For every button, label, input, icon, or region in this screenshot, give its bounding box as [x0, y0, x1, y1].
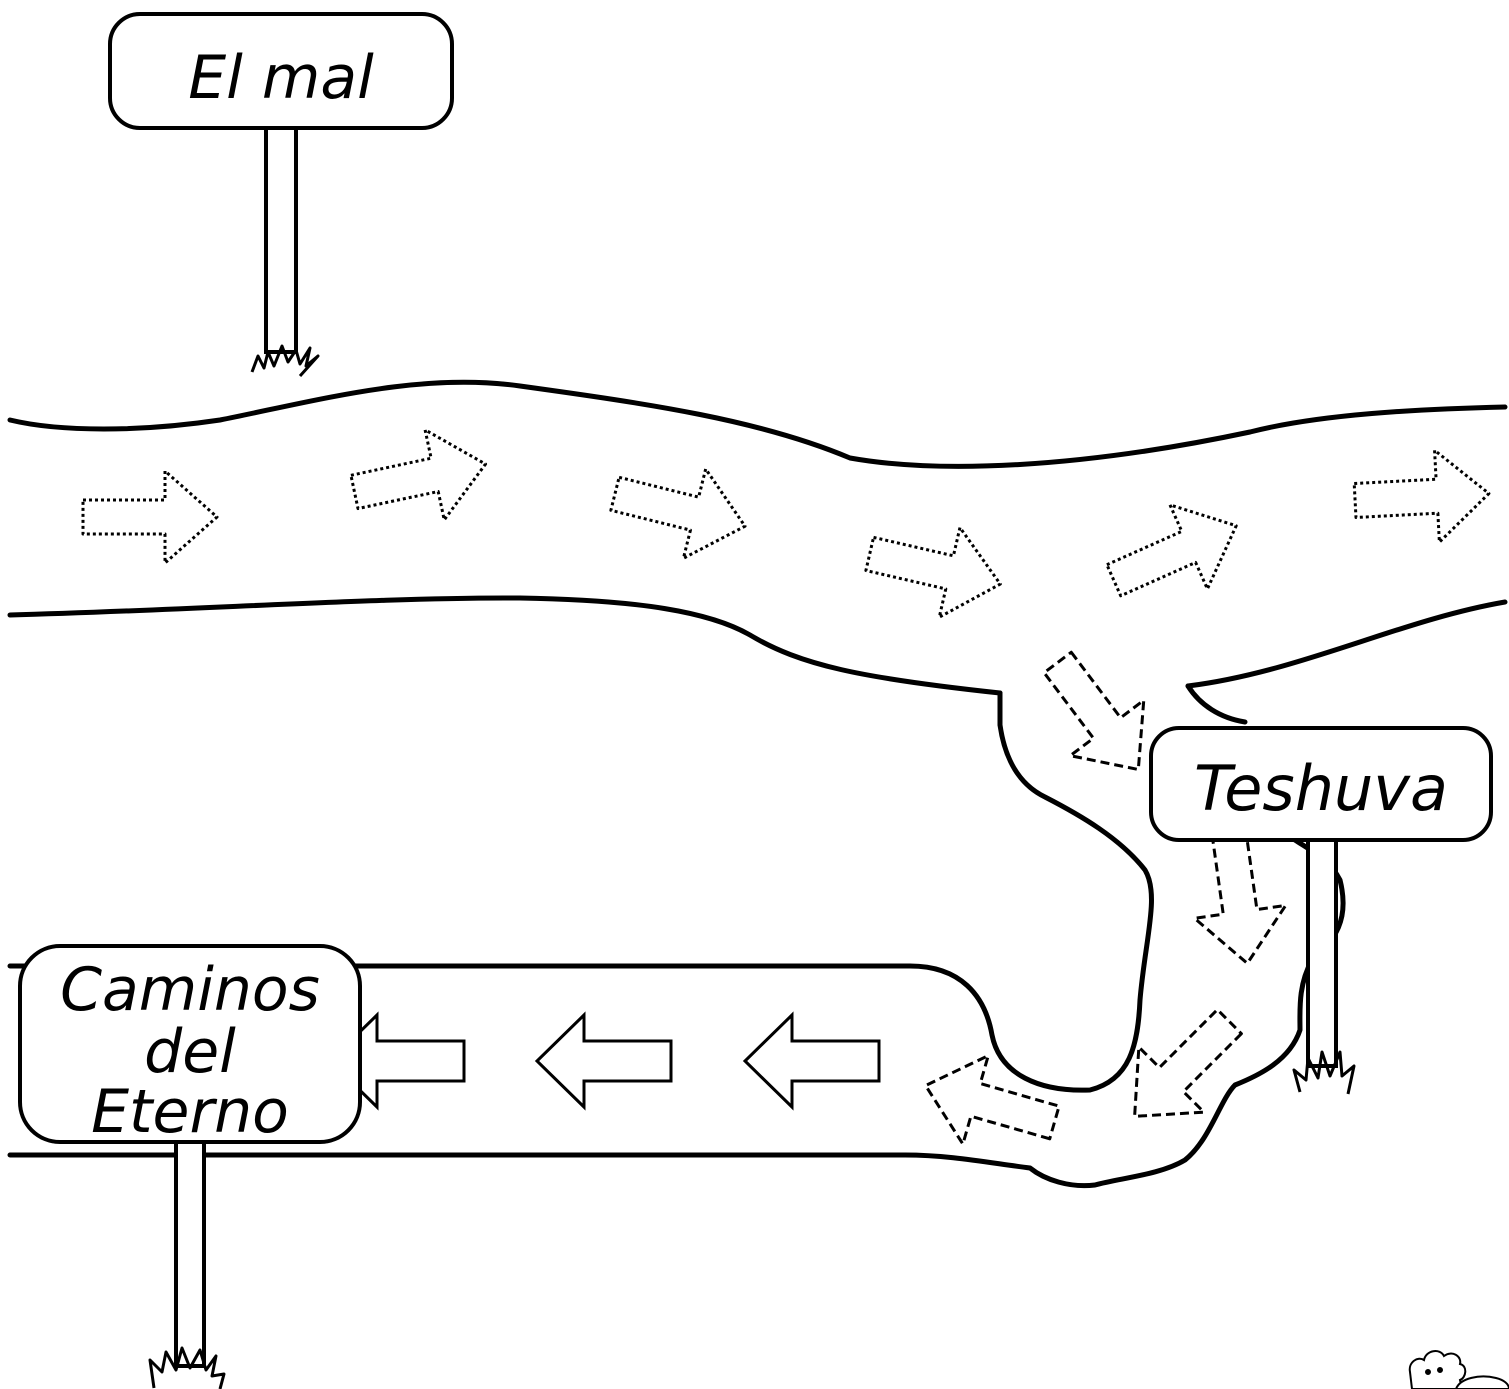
dashed-arrow [1042, 650, 1146, 772]
dotted-right-arrow [349, 428, 488, 522]
dotted-right-arrow [1105, 503, 1238, 598]
turn-path-outer-edge [7, 683, 1346, 1189]
top-road-lower-edge [7, 595, 1003, 696]
grass-tuft-icon [250, 344, 320, 378]
sign-evil-label: El mal [188, 43, 374, 113]
sign-good-label-line-2: del [144, 1017, 236, 1087]
sign-evil-post [264, 124, 298, 354]
sign-repentance-post [1306, 836, 1338, 1068]
dashed-arrow [1193, 826, 1288, 965]
top-road-lower-edge-right [1185, 599, 1508, 689]
solid-left-arrow [534, 1011, 673, 1111]
dotted-right-arrow [609, 467, 747, 560]
sign-repentance: Teshuva [1149, 726, 1493, 1095]
sign-good-post [174, 1138, 206, 1368]
top-road [7, 379, 1508, 696]
turn-path-arrows [924, 650, 1288, 1146]
top-road-upper-edge [7, 379, 1508, 469]
solid-left-arrow [742, 1011, 881, 1111]
sign-good-board [18, 944, 362, 1144]
turn-path-inner-edge [7, 690, 1154, 1093]
top-road-arrows [81, 428, 1491, 619]
sign-evil: El mal [108, 12, 454, 378]
grass-tuft-icon [1292, 1050, 1356, 1095]
sign-good-label-line-1: Caminos [60, 955, 320, 1025]
sign-good-label-line-3: Eterno [91, 1077, 289, 1147]
dashed-arrow [1133, 1008, 1243, 1118]
sign-good: Caminos del Eterno [18, 944, 362, 1389]
sheep-eye [1425, 1369, 1431, 1375]
dotted-right-arrow [81, 469, 219, 565]
sign-repentance-board [1149, 726, 1493, 842]
turn-path [7, 683, 1346, 1189]
grass-tuft-icon [148, 1346, 226, 1389]
dotted-right-arrow [1352, 448, 1491, 544]
sheep-eye [1437, 1367, 1443, 1373]
dashed-arrow [924, 1054, 1061, 1146]
dotted-right-arrow [864, 526, 1002, 619]
sheep-icon [1408, 1350, 1509, 1389]
sign-evil-board [108, 12, 454, 130]
bottom-road-arrows [327, 1011, 881, 1111]
sign-repentance-label: Teshuva [1194, 752, 1448, 825]
sheep-body [1454, 1375, 1509, 1389]
